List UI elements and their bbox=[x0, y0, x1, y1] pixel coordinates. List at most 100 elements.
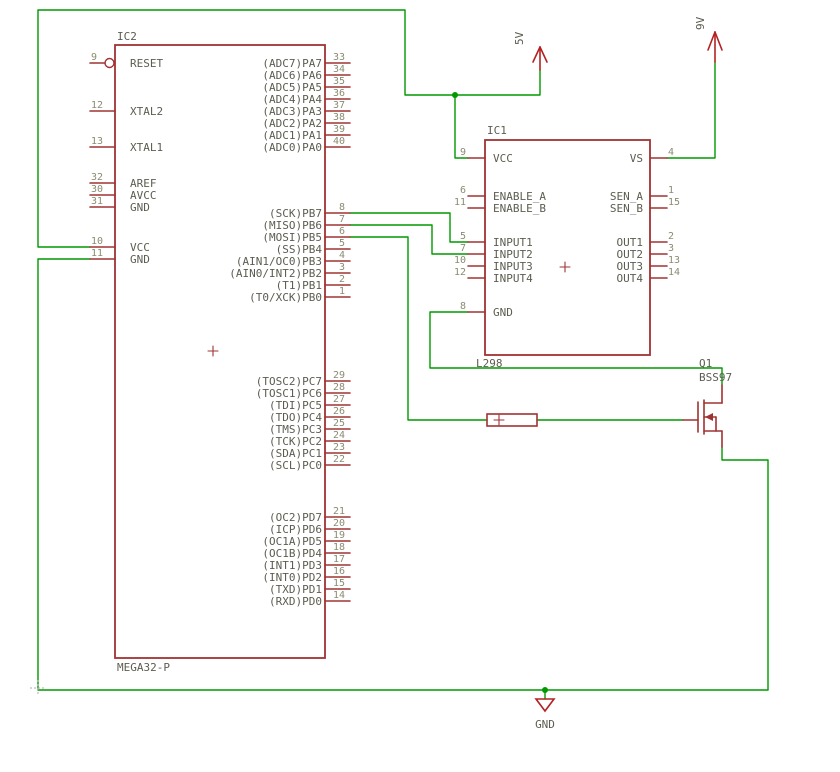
ic2-pin-16-number: 16 bbox=[333, 566, 345, 577]
ic2-pin-33-name: (ADC7)PA7 bbox=[262, 57, 322, 70]
ic2-pin-10-number: 10 bbox=[91, 236, 103, 247]
ic1-pin-12-name: INPUT4 bbox=[493, 272, 533, 285]
ic2-pin-39-number: 39 bbox=[333, 124, 345, 135]
ic2-pin-9-bubble bbox=[104, 57, 115, 69]
component-resistor bbox=[486, 413, 538, 427]
ic2-pin-12-number: 12 bbox=[91, 100, 103, 111]
wire-mosi-gate bbox=[349, 236, 488, 421]
ic2-pin-15-name: (TXD)PD1 bbox=[269, 583, 322, 596]
ic2-pin-6-number: 6 bbox=[339, 226, 345, 237]
ic2-pin-36-name: (ADC4)PA4 bbox=[262, 93, 322, 106]
ic1-pin-13-name: OUT3 bbox=[617, 260, 644, 273]
ic2-pin-29-name: (TOSC2)PC7 bbox=[256, 375, 322, 388]
ic2-pin-35-number: 35 bbox=[333, 76, 345, 87]
ic1-pin-10-name: INPUT3 bbox=[493, 260, 533, 273]
ic2-pin-17-number: 17 bbox=[333, 554, 345, 565]
ic1-pin-2-number: 2 bbox=[668, 231, 674, 242]
ic2-pin-11-number: 11 bbox=[91, 248, 103, 259]
ic2-pin-39-name: (ADC1)PA1 bbox=[262, 129, 322, 142]
ic2-pin-34-name: (ADC6)PA6 bbox=[262, 69, 322, 82]
ic1-body bbox=[484, 139, 651, 356]
ic2-pin-34-number: 34 bbox=[333, 64, 345, 75]
ic2-pin-26-number: 26 bbox=[333, 406, 345, 417]
ic2-pin-13-number: 13 bbox=[91, 136, 103, 147]
ic2-pin-36-number: 36 bbox=[333, 88, 345, 99]
ic2-pin-27-name: (TDI)PC5 bbox=[269, 399, 322, 412]
ic1-pin-10-number: 10 bbox=[454, 255, 466, 266]
ic2-pin-11-name: GND bbox=[130, 253, 150, 266]
wire-vcc-ic1 bbox=[454, 94, 469, 159]
ic2-pin-2-name: (T1)PB1 bbox=[276, 279, 322, 292]
ic1-pin-15-name: SEN_B bbox=[610, 202, 643, 215]
ic2-pin-3-name: (AIN0/INT2)PB2 bbox=[229, 267, 322, 280]
ic1-pin-12-number: 12 bbox=[454, 267, 466, 278]
ic2-pin-19-number: 19 bbox=[333, 530, 345, 541]
supply-9v-arrow-icon bbox=[707, 31, 716, 51]
ic2-pin-25-name: (TMS)PC3 bbox=[269, 423, 322, 436]
ic2-pin-35-name: (ADC5)PA5 bbox=[262, 81, 322, 94]
ic2-pin-40-number: 40 bbox=[333, 136, 345, 147]
ic1-pin-14-number: 14 bbox=[668, 267, 680, 278]
ic2-pin-8-number: 8 bbox=[339, 202, 345, 213]
ic2-pin-37-number: 37 bbox=[333, 100, 345, 111]
supply-9v-label: 9V bbox=[694, 16, 707, 30]
ic2-pin-40-name: (ADC0)PA0 bbox=[262, 141, 322, 154]
gnd-symbol-icon bbox=[534, 698, 556, 713]
ic2-pin-28-name: (TOSC1)PC6 bbox=[256, 387, 322, 400]
ic1-pin-6-number: 6 bbox=[460, 185, 466, 196]
ic2-pin-8-name: (SCK)PB7 bbox=[269, 207, 322, 220]
ic2-pin-2-number: 2 bbox=[339, 274, 345, 285]
ic2-pin-37-name: (ADC3)PA3 bbox=[262, 105, 322, 118]
ic2-pin-24-number: 24 bbox=[333, 430, 345, 441]
supply-5v-label: 5V bbox=[513, 31, 526, 45]
ic1-value-label: L298 bbox=[476, 357, 503, 370]
ic2-pin-17-name: (INT1)PD3 bbox=[262, 559, 322, 572]
ic2-pin-5-number: 5 bbox=[339, 238, 345, 249]
ic1-pin-8-name: GND bbox=[493, 306, 513, 319]
ic1-pin-8-number: 8 bbox=[460, 301, 466, 312]
ic1-pin-3-number: 3 bbox=[668, 243, 674, 254]
ic1-pin-9-number: 9 bbox=[460, 147, 466, 158]
ic2-pin-19-name: (OC1A)PD5 bbox=[262, 535, 322, 548]
ic2-pin-10-name: VCC bbox=[130, 241, 150, 254]
ic2-pin-16-name: (INT0)PD2 bbox=[262, 571, 322, 584]
wire-vcc-top bbox=[37, 9, 541, 248]
ic2-ref-label: IC2 bbox=[117, 30, 137, 43]
ic1-pin-5-name: INPUT1 bbox=[493, 236, 533, 249]
ic2-body bbox=[114, 44, 326, 659]
junction-dot bbox=[452, 92, 458, 98]
ic2-pin-25-number: 25 bbox=[333, 418, 345, 429]
supply-5v: 5V bbox=[513, 31, 548, 71]
ic1-pin-6-name: ENABLE_A bbox=[493, 190, 546, 203]
ic2-pin-13-name: XTAL1 bbox=[130, 141, 163, 154]
ic2-pin-14-name: (RXD)PD0 bbox=[269, 595, 322, 608]
ic1-ref-label: IC1 bbox=[487, 124, 507, 137]
wire-sck-input1 bbox=[349, 212, 469, 243]
ic1-pin-1-name: SEN_A bbox=[610, 190, 643, 203]
ic2-pin-31-name: GND bbox=[130, 201, 150, 214]
supply-5v-arrow-icon bbox=[532, 46, 541, 63]
junction-dot bbox=[542, 687, 548, 693]
resistor-body bbox=[486, 413, 538, 427]
q1-body-arrow-icon bbox=[705, 413, 713, 421]
ic2-pin-32-number: 32 bbox=[91, 172, 103, 183]
ic2-pin-1-number: 1 bbox=[339, 286, 345, 297]
wire-ic1gnd-drain bbox=[429, 311, 723, 386]
supply-9v: 9V bbox=[694, 16, 723, 63]
ic2-pin-14-number: 14 bbox=[333, 590, 345, 601]
ic2-pin-31-number: 31 bbox=[91, 196, 103, 207]
ic1-pin-9-name: VCC bbox=[493, 152, 513, 165]
ic2-pin-22-name: (SCL)PC0 bbox=[269, 459, 322, 472]
ic1-pin-4-name: VS bbox=[630, 152, 643, 165]
ic2-pin-23-name: (SDA)PC1 bbox=[269, 447, 322, 460]
ic2-pin-21-number: 21 bbox=[333, 506, 345, 517]
wire-9v-vs bbox=[666, 61, 716, 159]
ground-symbol: GND bbox=[534, 698, 556, 731]
ic2-pin-9-number: 9 bbox=[91, 52, 97, 63]
ic2-pin-6-name: (MOSI)PB5 bbox=[262, 231, 322, 244]
